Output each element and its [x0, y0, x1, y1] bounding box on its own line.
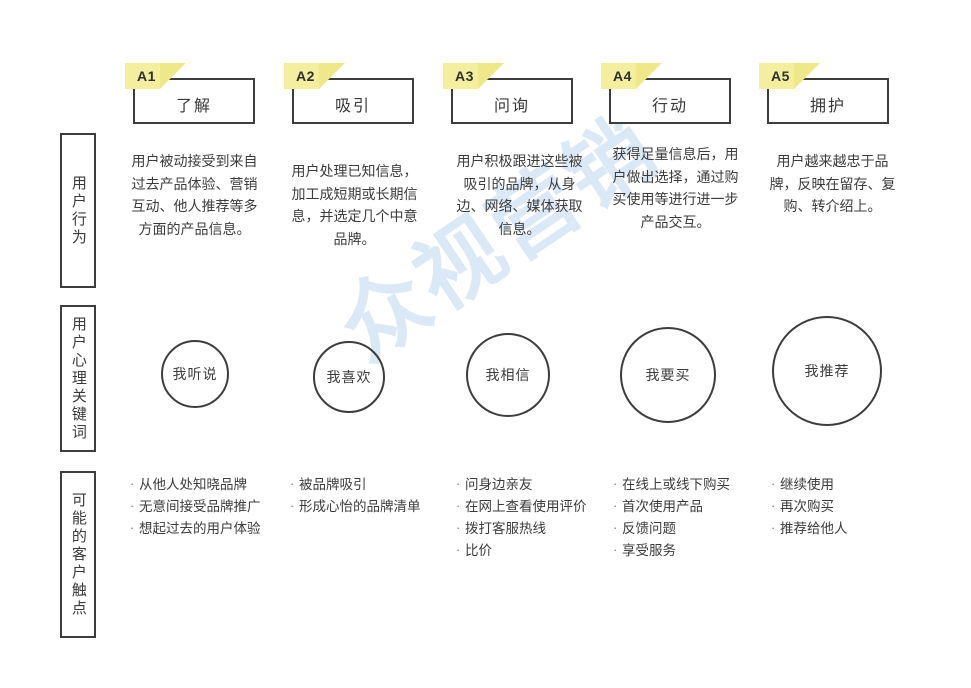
keyword-text-a4: 我要买: [645, 366, 691, 383]
stage-code-a2: A2: [296, 68, 315, 84]
behavior-text-a3: 用户积极跟进这些被吸引的品牌，从身边、网络、媒体获取信息。: [456, 153, 583, 238]
touchpoint-item: 继续使用: [771, 473, 931, 496]
behavior-text-a5: 用户越来越忠于品牌，反映在留存、复购、转介绍上。: [769, 153, 896, 215]
touchpoint-item: 问身边亲友: [456, 473, 636, 496]
stage-title-a3: 问询: [493, 98, 530, 115]
keyword-circle-a3: 我相信: [466, 333, 550, 417]
behavior-text-a2: 用户处理已知信息，加工成短期或长期信息，并选定几个中意品牌。: [291, 163, 418, 248]
touchpoint-item: 在线上或线下购买: [613, 473, 783, 496]
stage-title-a2: 吸引: [334, 98, 371, 115]
touchpoint-item: 首次使用产品: [613, 495, 783, 518]
stage-header-a1[interactable]: A1 了解: [125, 63, 255, 124]
keyword-text-a5: 我推荐: [804, 362, 850, 379]
stage-tab-body-a2: A2: [284, 63, 319, 89]
stage-code-a4: A4: [613, 68, 632, 84]
stage-header-a4[interactable]: A4 行动: [601, 63, 731, 124]
touchpoint-item: 比价: [456, 539, 636, 562]
touchpoints-a3: 问身边亲友 在网上查看使用评价 拨打客服热线 比价: [456, 473, 636, 562]
stage-code-a1: A1: [137, 68, 156, 84]
behavior-text-a4: 获得足量信息后，用户做出选择，通过购买使用等进行进一步产品交互。: [612, 146, 739, 231]
stage-code-a5: A5: [771, 68, 790, 84]
touchpoint-item: 推荐给他人: [771, 517, 931, 540]
stage-title-a5: 拥护: [809, 98, 846, 115]
stage-title-a1: 了解: [175, 98, 212, 115]
stage-tab-body-a1: A1: [125, 63, 160, 89]
keyword-circle-a5: 我推荐: [772, 316, 882, 426]
stage-tab-body-a4: A4: [601, 63, 636, 89]
touchpoints-a1: 从他人处知晓品牌 无意间接受品牌推广 想起过去的用户体验: [130, 473, 290, 540]
touchpoints-a2: 被品牌吸引 形成心怡的品牌清单: [290, 473, 460, 518]
touchpoints-a5: 继续使用 再次购买 推荐给他人: [771, 473, 931, 540]
touchpoint-item: 再次购买: [771, 495, 931, 518]
keyword-circle-a1: 我听说: [161, 340, 229, 408]
stage-tab-body-a3: A3: [443, 63, 478, 89]
touchpoint-item: 无意间接受品牌推广: [130, 495, 290, 518]
stage-header-a2[interactable]: A2 吸引: [284, 63, 414, 124]
row-label-user-psychology-keyword: 用户心理关键词: [60, 305, 96, 452]
touchpoints-a4: 在线上或线下购买 首次使用产品 反馈问题 享受服务: [613, 473, 783, 562]
touchpoint-item: 形成心怡的品牌清单: [290, 495, 460, 518]
row-label-user-behavior-text: 用户行为: [69, 174, 87, 247]
keyword-text-a2: 我喜欢: [326, 368, 372, 385]
touchpoint-item: 享受服务: [613, 539, 783, 562]
behavior-text-a1: 用户被动接受到来自过去产品体验、营销互动、他人推荐等多方面的产品信息。: [131, 153, 258, 238]
stage-title-a4: 行动: [651, 98, 688, 115]
keyword-text-a1: 我听说: [172, 365, 218, 382]
touchpoint-item: 在网上查看使用评价: [456, 495, 636, 518]
row-label-possible-customer-touchpoint-text: 可能的客户触点: [69, 491, 87, 618]
touchpoint-item: 反馈问题: [613, 517, 783, 540]
row-label-possible-customer-touchpoint: 可能的客户触点: [60, 471, 96, 638]
keyword-circle-a2: 我喜欢: [313, 341, 385, 413]
stage-header-a5[interactable]: A5 拥护: [759, 63, 889, 124]
stage-code-a3: A3: [455, 68, 474, 84]
touchpoint-item: 拨打客服热线: [456, 517, 636, 540]
keyword-circle-a4: 我要买: [620, 327, 716, 423]
touchpoint-item: 从他人处知晓品牌: [130, 473, 290, 496]
keyword-text-a3: 我相信: [485, 366, 531, 383]
stage-header-a3[interactable]: A3 问询: [443, 63, 573, 124]
touchpoint-item: 被品牌吸引: [290, 473, 460, 496]
touchpoint-item: 想起过去的用户体验: [130, 517, 290, 540]
stage-tab-body-a5: A5: [759, 63, 794, 89]
row-label-user-psychology-keyword-text: 用户心理关键词: [69, 315, 87, 442]
row-label-user-behavior: 用户行为: [60, 133, 96, 288]
